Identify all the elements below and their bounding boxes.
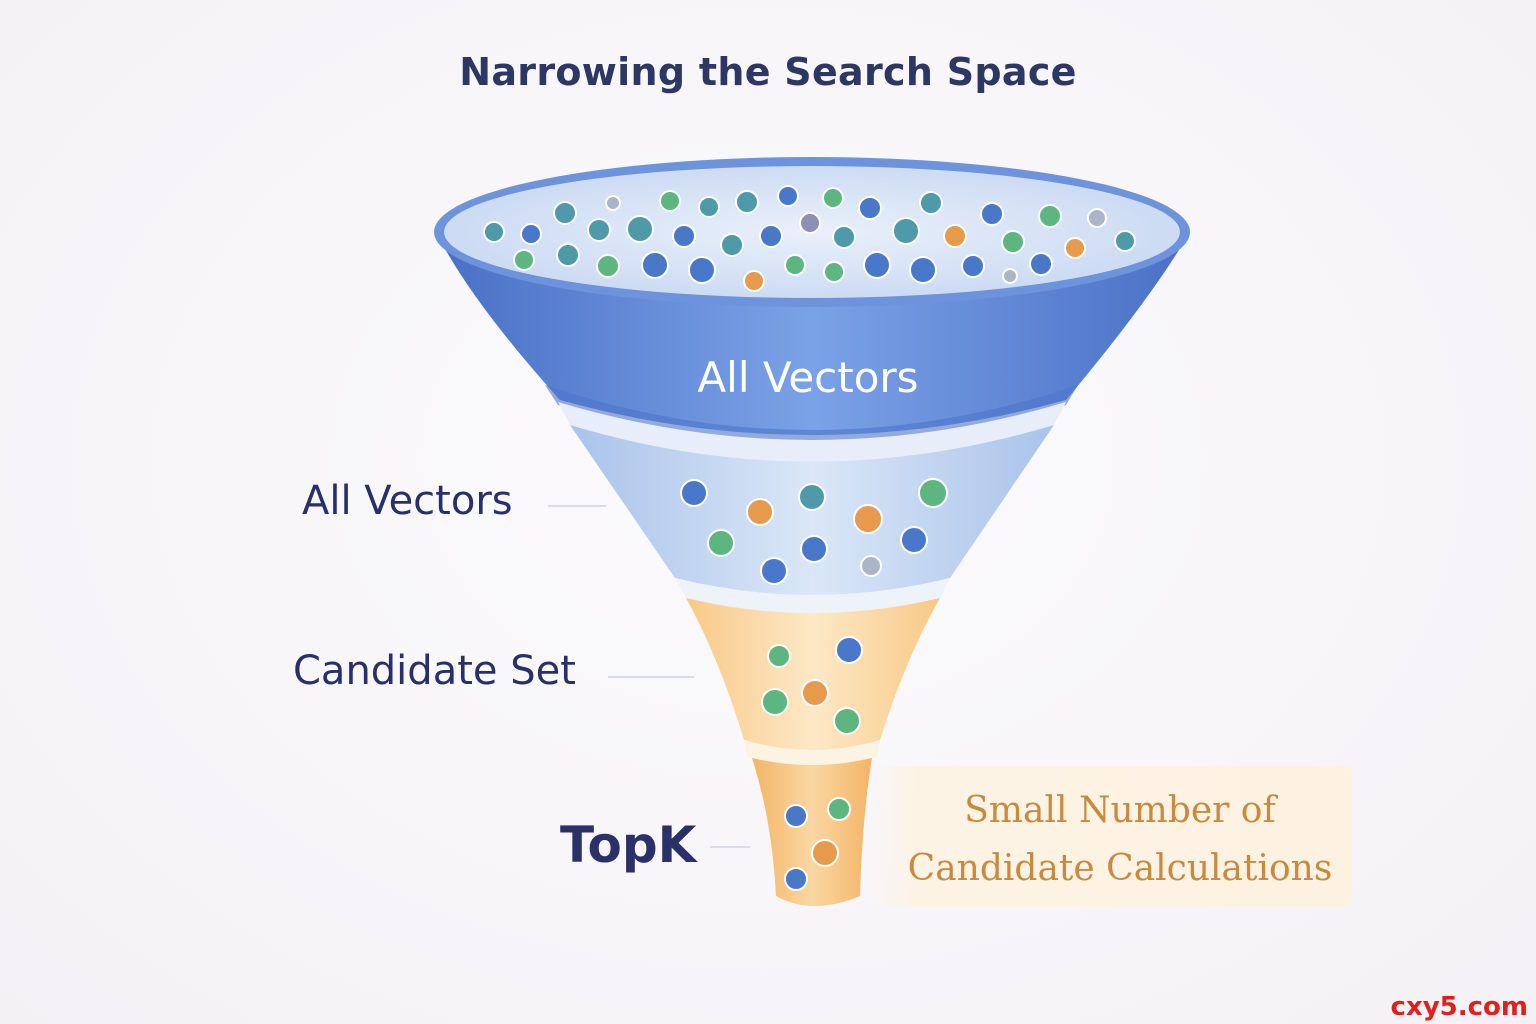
vector-dot-blue — [900, 526, 928, 554]
vector-dot-orange — [1064, 237, 1086, 259]
vector-dot-teal — [720, 233, 744, 257]
vector-dot-blue — [641, 251, 669, 279]
vector-dot-green — [827, 797, 851, 821]
vector-dot-green — [822, 187, 844, 209]
vector-dot-teal — [798, 483, 826, 511]
vector-dot-teal — [832, 225, 856, 249]
vector-dot-green — [513, 249, 535, 271]
vector-dot-green — [918, 478, 948, 508]
funnel-separator-1 — [558, 402, 1066, 462]
vector-dot-gray — [605, 195, 621, 211]
vector-dot-teal — [892, 217, 920, 245]
vector-dot-green — [784, 254, 806, 276]
vector-dot-teal — [587, 218, 611, 242]
funnel-low-section — [686, 598, 940, 750]
stage-label-topk: TopK — [560, 816, 697, 874]
vector-dot-blue — [909, 256, 937, 284]
vector-dot-teal — [735, 190, 759, 214]
connector-topk — [710, 846, 750, 848]
vector-dot-green — [596, 254, 620, 278]
vector-dot-purple — [799, 212, 821, 234]
vector-dot-orange — [746, 498, 774, 526]
vector-dot-green — [767, 644, 791, 668]
vector-dot-blue — [800, 535, 828, 563]
vector-dot-teal — [483, 221, 505, 243]
funnel-separator-2 — [675, 578, 950, 613]
vector-dot-teal — [553, 201, 577, 225]
callout-line-2: Candidate Calculations — [907, 848, 1333, 889]
vector-dot-blue — [520, 223, 542, 245]
stage-label-candidate-set: Candidate Set — [293, 648, 576, 694]
vector-dot-teal — [1114, 230, 1136, 252]
vector-dot-green — [659, 190, 681, 212]
connector-candidate-set — [608, 676, 694, 678]
vector-dot-blue — [759, 224, 783, 248]
vector-dot-blue — [680, 479, 708, 507]
vector-dot-gray — [1087, 208, 1107, 228]
vector-dot-green — [761, 688, 789, 716]
diagram-title: Narrowing the Search Space — [459, 50, 1077, 94]
funnel-top-band-label: All Vectors — [697, 353, 918, 402]
vector-dot-teal — [626, 215, 654, 243]
vector-dot-blue — [980, 202, 1004, 226]
connector-all-vectors — [548, 505, 606, 507]
vector-dot-green — [1038, 204, 1062, 228]
vector-dot-blue — [760, 557, 788, 585]
vector-dot-blue — [1029, 252, 1053, 276]
vector-dot-green — [1001, 230, 1025, 254]
vector-dot-teal — [919, 191, 943, 215]
callout-text: Small Number of Candidate Calculations — [880, 782, 1360, 898]
vector-dot-orange — [811, 839, 839, 867]
vector-dot-teal — [698, 196, 720, 218]
vector-dots — [483, 185, 1136, 891]
vector-dot-orange — [743, 270, 765, 292]
vector-dot-blue — [688, 256, 716, 284]
vector-dot-blue — [858, 196, 882, 220]
vector-dot-orange — [943, 224, 967, 248]
callout-line-1: Small Number of — [964, 790, 1276, 831]
vector-dot-blue — [835, 636, 863, 664]
vector-dot-gray — [860, 555, 882, 577]
vector-dot-orange — [853, 504, 883, 534]
vector-dot-blue — [672, 224, 696, 248]
stage-label-all-vectors: All Vectors — [302, 478, 513, 524]
vector-dot-green — [833, 707, 861, 735]
callout-box — [868, 766, 1352, 906]
vector-dot-blue — [784, 804, 808, 828]
watermark: cxy5.com — [1390, 992, 1528, 1022]
vector-dot-green — [823, 261, 845, 283]
vector-dot-orange — [801, 679, 829, 707]
vector-dot-green — [707, 529, 735, 557]
vector-dot-blue — [961, 254, 985, 278]
funnel-tip — [752, 758, 872, 906]
vector-dot-blue — [777, 185, 799, 207]
vector-dot-gray — [1002, 268, 1018, 284]
vector-dot-blue — [863, 251, 891, 279]
funnel-separator-3 — [744, 740, 880, 765]
vector-dot-blue — [784, 867, 808, 891]
vector-dot-teal — [556, 243, 580, 267]
